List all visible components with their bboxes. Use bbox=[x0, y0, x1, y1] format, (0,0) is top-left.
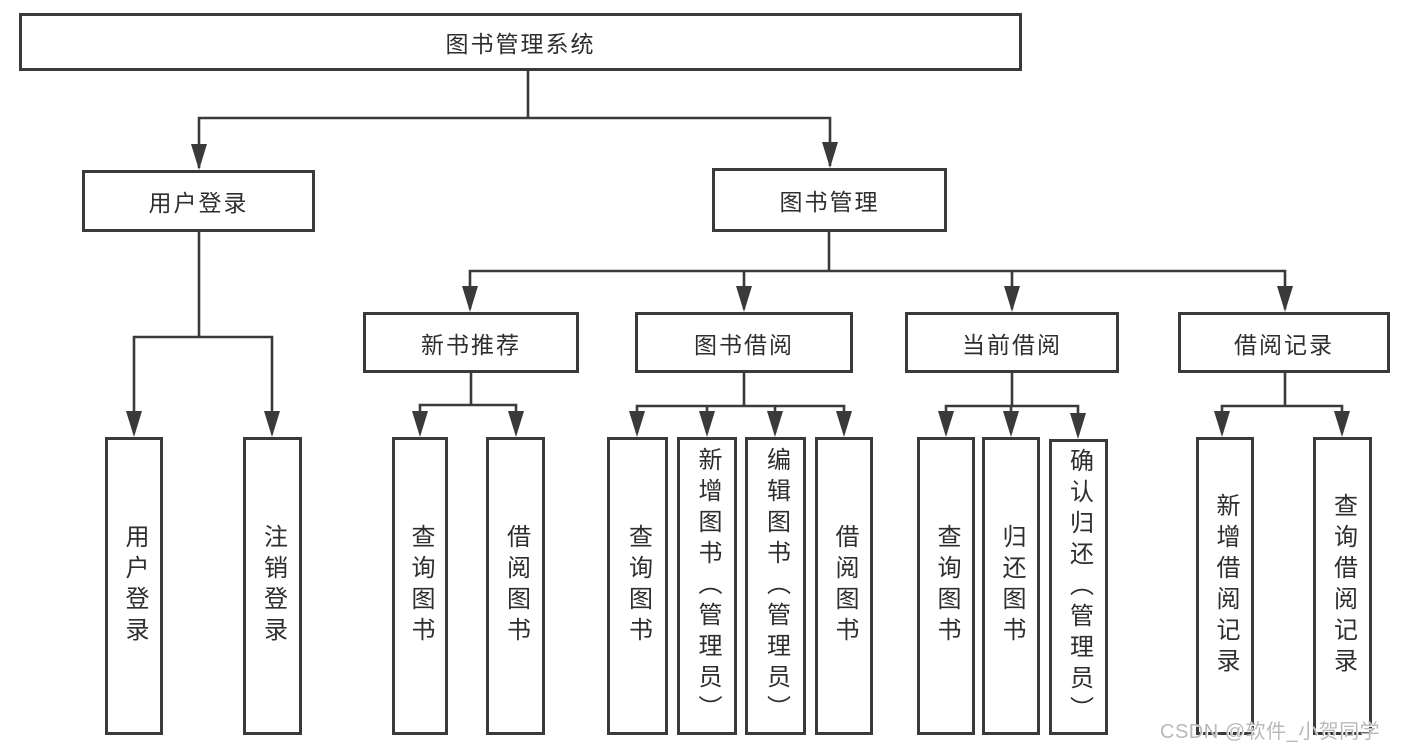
leaf-label: 新增图书（管理员） bbox=[694, 446, 721, 726]
leaf-label: 查询借阅记录 bbox=[1329, 493, 1357, 679]
node-book-management: 图书管理 bbox=[712, 168, 947, 232]
arrowheads bbox=[126, 142, 1350, 439]
leaf-label: 新增借阅记录 bbox=[1212, 493, 1239, 679]
leaf-logout: 注销登录 bbox=[243, 437, 302, 735]
connector-borrow-record bbox=[1220, 373, 1344, 433]
leaf-confirm-return-admin: 确认归还（管理员） bbox=[1049, 439, 1108, 735]
leaf-label: 借阅图书 bbox=[502, 524, 530, 648]
leaf-query-books: 查询图书 bbox=[917, 437, 975, 735]
node-root: 图书管理系统 bbox=[19, 13, 1022, 71]
leaf-label: 查询图书 bbox=[407, 524, 434, 648]
node-book-borrow: 图书借阅 bbox=[635, 312, 853, 373]
leaf-add-books-admin: 新增图书（管理员） bbox=[677, 437, 737, 735]
leaf-return-books: 归还图书 bbox=[982, 437, 1040, 735]
connector-book-management bbox=[468, 232, 1287, 309]
leaf-label: 查询图书 bbox=[933, 524, 960, 648]
leaf-label: 注销登录 bbox=[259, 524, 287, 648]
leaf-query-books: 查询图书 bbox=[607, 437, 668, 735]
connector-root bbox=[197, 71, 832, 168]
leaf-label: 查询图书 bbox=[624, 524, 652, 648]
leaf-label: 借阅图书 bbox=[831, 524, 858, 648]
node-current-borrow: 当前借阅 bbox=[905, 312, 1119, 373]
connector-book-borrow bbox=[635, 373, 846, 433]
leaf-add-borrow-record: 新增借阅记录 bbox=[1196, 437, 1254, 735]
leaf-borrow-books: 借阅图书 bbox=[486, 437, 545, 735]
node-borrow-record: 借阅记录 bbox=[1178, 312, 1390, 373]
node-new-book-recommend: 新书推荐 bbox=[363, 312, 579, 373]
leaf-label: 用户登录 bbox=[121, 524, 148, 648]
leaf-label: 确认归还（管理员） bbox=[1065, 447, 1093, 727]
leaf-user-login: 用户登录 bbox=[105, 437, 163, 735]
leaf-edit-books-admin: 编辑图书（管理员） bbox=[745, 437, 806, 735]
leaf-query-borrow-record: 查询借阅记录 bbox=[1313, 437, 1372, 735]
leaf-query-books: 查询图书 bbox=[392, 437, 448, 735]
watermark: CSDN @软件_小贺同学 bbox=[1160, 721, 1381, 743]
connector-new-book bbox=[418, 373, 518, 433]
leaf-label: 编辑图书（管理员） bbox=[762, 446, 790, 726]
connector-user-login bbox=[132, 232, 274, 433]
leaf-borrow-books: 借阅图书 bbox=[815, 437, 873, 735]
node-user-login: 用户登录 bbox=[82, 170, 315, 232]
leaf-label: 归还图书 bbox=[998, 524, 1025, 648]
